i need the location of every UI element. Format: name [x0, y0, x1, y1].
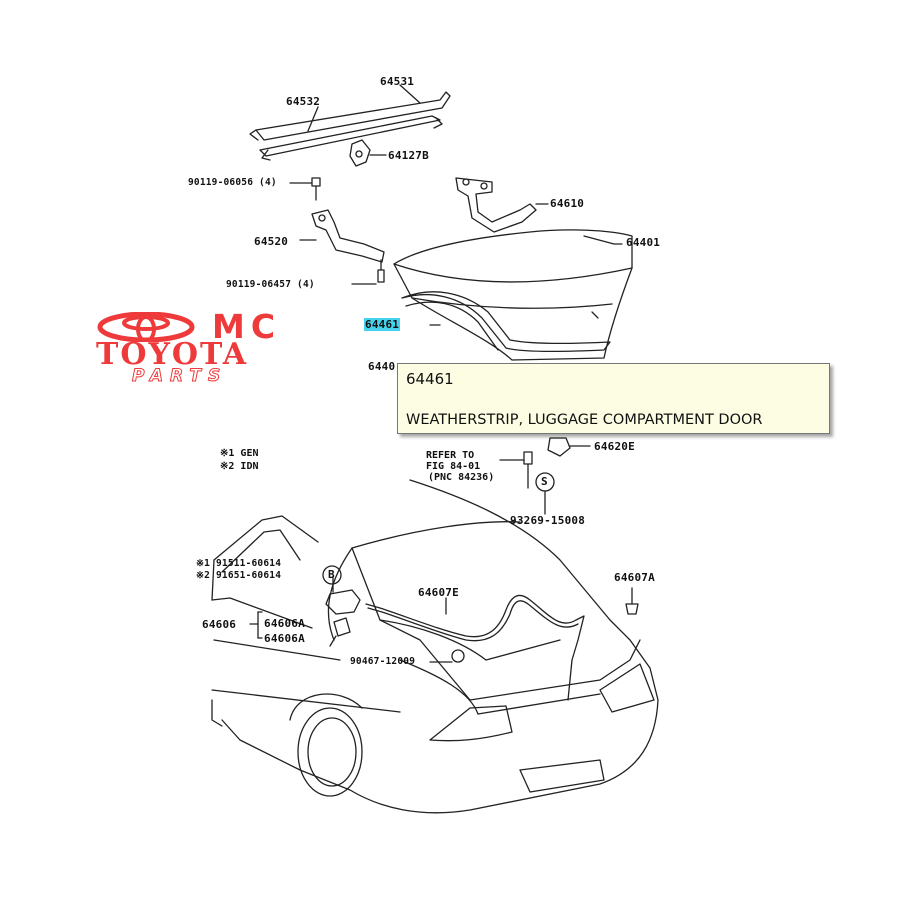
part-label-64610[interactable]: 64610 [550, 197, 585, 210]
weatherstrip-64461 [401, 291, 611, 352]
part-label-64127b[interactable]: 64127B [388, 149, 429, 162]
logo-mc: MC [212, 307, 282, 346]
part-label-93269-15008[interactable]: 93269-15008 [510, 514, 586, 527]
car-body [211, 479, 659, 814]
part-label-64620e[interactable]: 64620E [594, 440, 635, 453]
lever-bracket [249, 611, 263, 639]
part-label-64520[interactable]: 64520 [254, 235, 289, 248]
part-label-6440x[interactable]: 6440 [368, 360, 396, 373]
part-label-64607a[interactable]: 64607A [614, 571, 655, 584]
refer-fig-link[interactable]: FIG 84-01 [426, 461, 481, 472]
part-tooltip: 64461 WEATHERSTRIP, LUGGAGE COMPARTMENT … [397, 363, 830, 434]
hinge-64610 [455, 177, 549, 233]
part-label-91511-60614[interactable]: ※1 91511-60614 [196, 558, 282, 569]
release-cable-64607e [365, 594, 585, 701]
trunk-lid-64401 [393, 229, 633, 361]
part-label-64606a-lower[interactable]: 64606A [264, 632, 305, 645]
torsion-bar-assembly [249, 84, 451, 161]
note-idn: ※2 IDN [220, 461, 259, 472]
refer-bolt [499, 451, 555, 515]
part-label-64532[interactable]: 64532 [286, 95, 321, 108]
refer-to-label: REFER TO [426, 450, 475, 461]
part-label-64606a-upper[interactable]: 64606A [264, 617, 305, 630]
part-label-64401[interactable]: 64401 [626, 236, 661, 249]
callout-s: S [541, 475, 548, 488]
tooltip-description: WEATHERSTRIP, LUGGAGE COMPARTMENT DOOR [406, 412, 763, 428]
tooltip-part-number: 64461 [406, 370, 454, 388]
clip-64607a [625, 587, 639, 615]
callout-b: B [328, 568, 335, 581]
release-lever [322, 565, 361, 647]
part-label-90119-06056[interactable]: 90119-06056 (4) [188, 177, 277, 188]
part-label-64531[interactable]: 64531 [380, 75, 415, 88]
part-label-64606[interactable]: 64606 [202, 618, 237, 631]
part-label-90119-06457[interactable]: 90119-06457 (4) [226, 279, 315, 290]
hinge-64520 [299, 209, 385, 285]
bracket-64127b [349, 139, 387, 167]
part-label-90467-12009[interactable]: 90467-12009 [350, 656, 416, 667]
logo-parts: PARTS [131, 366, 228, 387]
part-label-64461[interactable]: 64461 [364, 318, 401, 331]
logo-toyota: TOYOTA [96, 337, 248, 372]
toyota-emblem-icon [97, 312, 195, 342]
lock-64620e [547, 437, 591, 457]
note-gen: ※1 GEN [220, 448, 259, 459]
refer-pnc-label: (PNC 84236) [428, 472, 495, 483]
part-label-91651-60614[interactable]: ※2 91651-60614 [196, 570, 282, 581]
part-label-64607e[interactable]: 64607E [418, 586, 459, 599]
bolt-90119-06056 [289, 177, 321, 201]
